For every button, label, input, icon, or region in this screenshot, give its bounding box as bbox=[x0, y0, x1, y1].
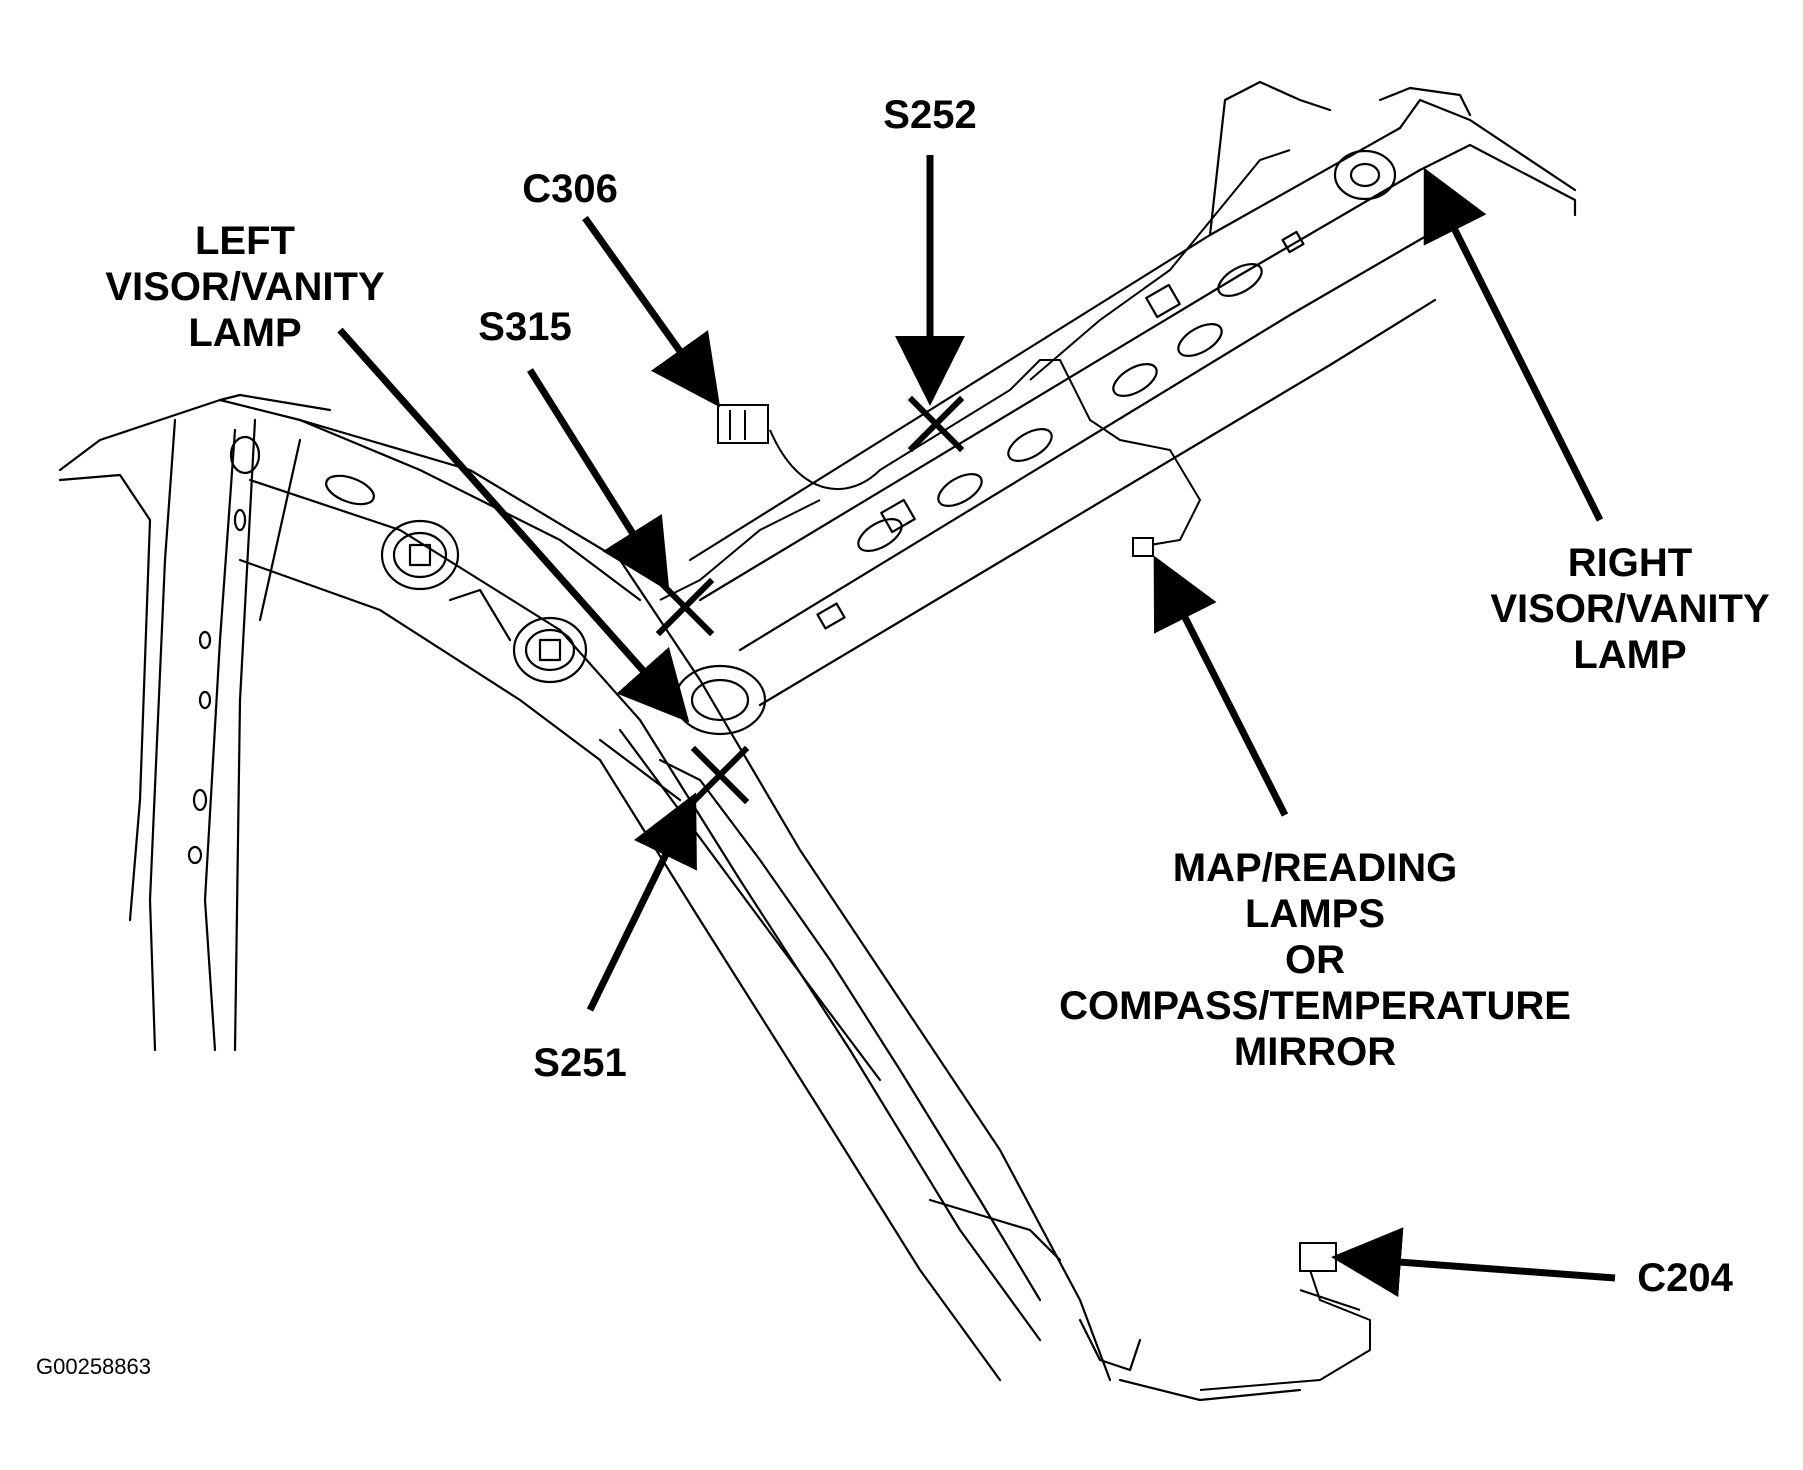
splice-x-s251 bbox=[690, 745, 750, 805]
arrow-s315 bbox=[527, 368, 670, 592]
label-s315: S315 bbox=[478, 305, 572, 349]
wiring-harness bbox=[659, 149, 1371, 1391]
splice-x-s252 bbox=[907, 395, 965, 453]
label-left-visor-vanity-lamp: LEFT VISOR/VANITY LAMP bbox=[105, 219, 385, 355]
label-right-visor-vanity-lamp: RIGHT VISOR/VANITY LAMP bbox=[1490, 541, 1770, 677]
arrow-c204 bbox=[1331, 1227, 1616, 1298]
figure-id: G00258863 bbox=[36, 1354, 151, 1379]
splice-x-s315 bbox=[655, 577, 715, 637]
arrow-c306 bbox=[582, 215, 721, 408]
arrow-right-lamp bbox=[1423, 167, 1604, 522]
label-c204: C204 bbox=[1637, 1256, 1733, 1300]
label-s252: S252 bbox=[883, 93, 977, 137]
arrow-s251 bbox=[586, 792, 697, 1012]
arrow-map-lamps bbox=[1153, 555, 1289, 817]
label-c306: C306 bbox=[522, 167, 618, 211]
label-map-reading-lamps: MAP/READING LAMPS OR COMPASS/TEMPERATURE… bbox=[1059, 846, 1571, 1074]
body-structure bbox=[58, 80, 1577, 1402]
splice-marks bbox=[655, 395, 965, 805]
label-s251: S251 bbox=[533, 1041, 627, 1085]
leader-arrows bbox=[337, 155, 1616, 1298]
arrow-left-lamp bbox=[337, 327, 690, 723]
